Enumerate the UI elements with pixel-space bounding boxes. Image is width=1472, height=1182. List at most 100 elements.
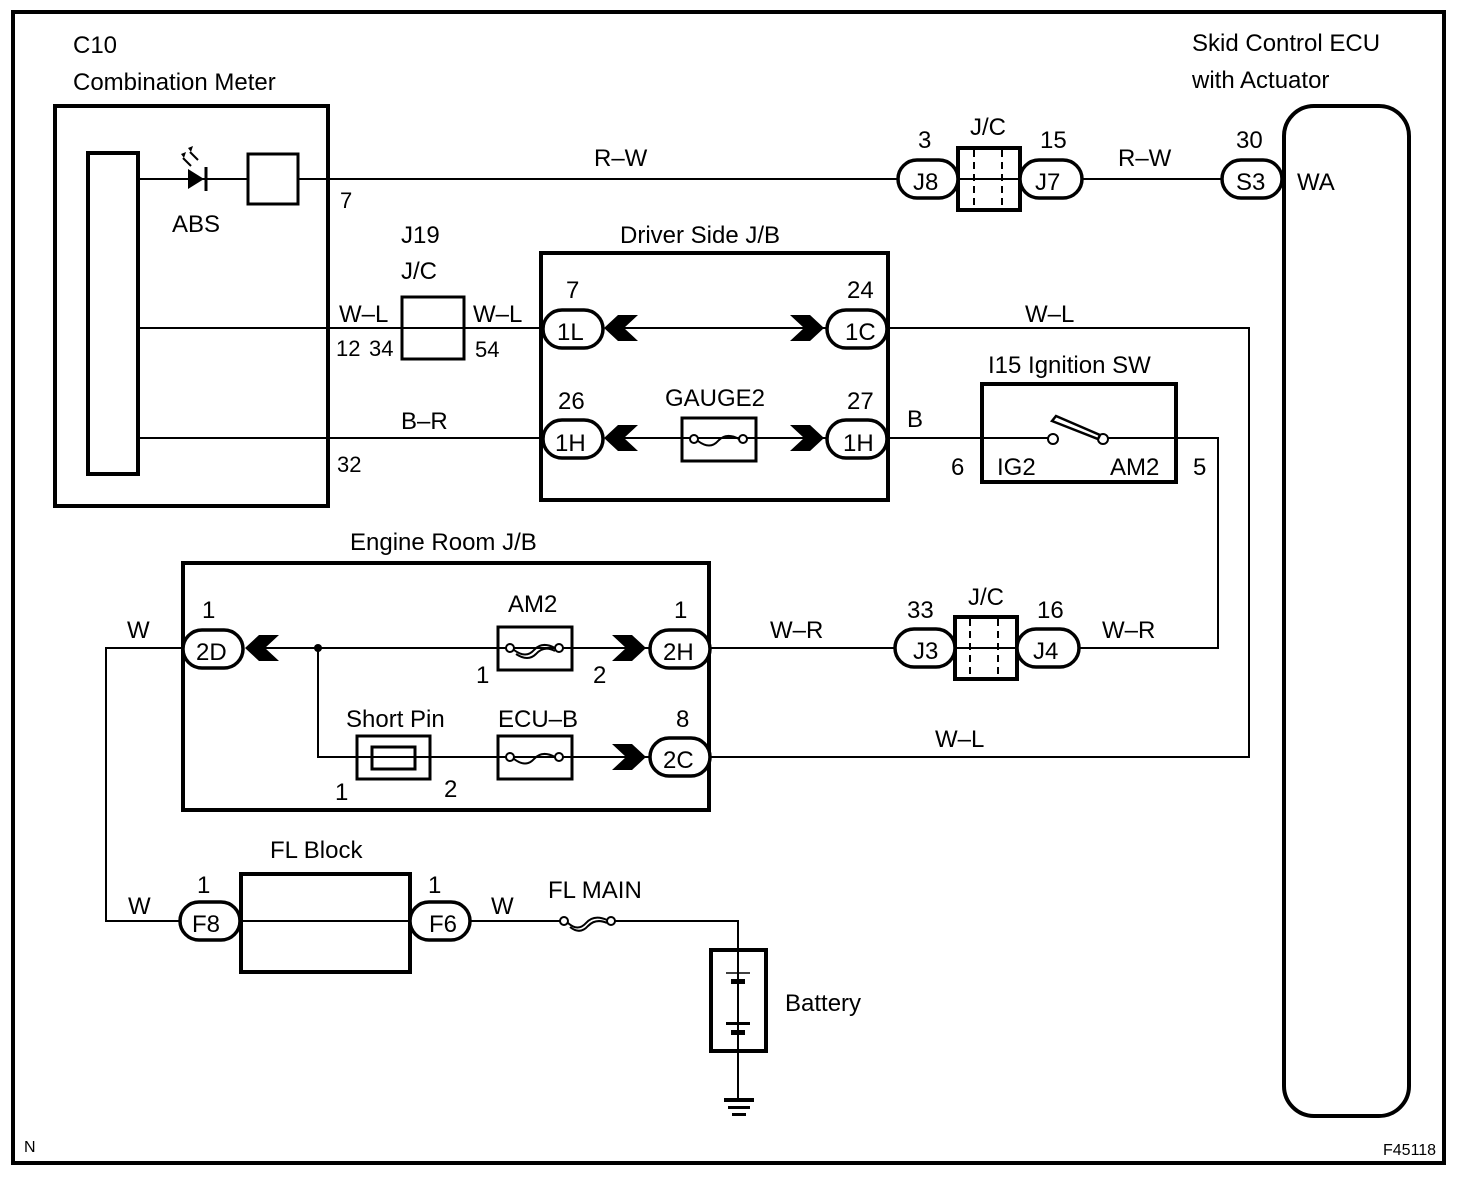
fuse-ecu-b-label: ECU–B bbox=[498, 706, 578, 733]
engine-jb-name: Engine Room J/B bbox=[350, 529, 537, 556]
wire-color-w-2: W bbox=[128, 893, 151, 920]
ignition-pin-6: 6 bbox=[951, 454, 964, 481]
fuse-am2-label: AM2 bbox=[508, 591, 557, 618]
short-pin-pin-1: 1 bbox=[335, 779, 348, 806]
connector-2d: 2D bbox=[196, 639, 227, 666]
jc-top-label: J/C bbox=[970, 114, 1006, 141]
driver-jb-name: Driver Side J/B bbox=[620, 222, 780, 249]
fl-block-name: FL Block bbox=[270, 837, 363, 864]
connector-1h-right: 1H bbox=[843, 430, 874, 457]
connector-1c: 1C bbox=[845, 319, 876, 346]
corner-mark: N bbox=[24, 1139, 36, 1156]
ecu-pin-30: 30 bbox=[1236, 127, 1263, 154]
fl-main-fusible-link: FL MAIN bbox=[548, 877, 739, 1098]
wire-color-w-3: W bbox=[491, 893, 514, 920]
j3-pin: 33 bbox=[907, 597, 934, 624]
connector-2c: 2C bbox=[663, 747, 694, 774]
engine-room-jb: Engine Room J/B 1 2D 1 2H AM2 1 2 Short … bbox=[181, 529, 712, 812]
connector-1h-left: 1H bbox=[555, 430, 586, 457]
diagram-frame bbox=[11, 10, 1446, 1165]
wire-color-r-w-2: R–W bbox=[1118, 145, 1172, 172]
meter-pin-7: 7 bbox=[340, 188, 352, 213]
wire-color-b-r: B–R bbox=[401, 408, 448, 435]
pin-27: 27 bbox=[847, 388, 874, 415]
ignition-terminal-am2: AM2 bbox=[1110, 454, 1159, 481]
ignition-switch: I15 Ignition SW 6 IG2 AM2 5 bbox=[951, 352, 1219, 649]
battery: Battery bbox=[709, 948, 861, 1053]
wire-color-w-1: W bbox=[127, 617, 150, 644]
ignition-switch-name: I15 Ignition SW bbox=[988, 352, 1151, 379]
switch-icon bbox=[1047, 414, 1109, 445]
jc-mid-label: J/C bbox=[968, 584, 1004, 611]
fuse-icon bbox=[496, 734, 574, 781]
ecu-name-line2: with Actuator bbox=[1191, 67, 1329, 94]
fusible-link-icon bbox=[559, 916, 616, 932]
fuse-icon bbox=[496, 625, 574, 672]
connector-j4: J4 bbox=[1033, 638, 1058, 665]
connector-f6: F6 bbox=[429, 911, 457, 938]
j7-pin: 15 bbox=[1040, 127, 1067, 154]
fuse-gauge2-label: GAUGE2 bbox=[665, 385, 765, 412]
pin-2h-1: 1 bbox=[674, 597, 687, 624]
ecu-terminal-wa: WA bbox=[1297, 169, 1335, 196]
meter-pin-12: 12 bbox=[336, 336, 360, 361]
led-icon bbox=[181, 146, 208, 191]
pin-2d-1: 1 bbox=[202, 597, 215, 624]
connector-s3: S3 bbox=[1236, 169, 1265, 196]
meter-pin-32: 32 bbox=[337, 452, 361, 477]
fl-block: FL Block 1 F8 1 F6 bbox=[178, 837, 472, 974]
fl-main-label: FL MAIN bbox=[548, 877, 642, 904]
wire-color-r-w: R–W bbox=[594, 145, 648, 172]
wire-color-w-l-2: W–L bbox=[473, 301, 522, 328]
ground-icon bbox=[724, 1098, 754, 1116]
wire-color-w-l-3: W–L bbox=[1025, 301, 1074, 328]
j19-type: J/C bbox=[401, 258, 437, 285]
combination-meter: C10 Combination Meter ABS 7 32 bbox=[53, 32, 900, 508]
junction-connector-mid: J/C 33 16 J3 J4 bbox=[893, 584, 1081, 681]
battery-label: Battery bbox=[785, 990, 861, 1017]
meter-box bbox=[53, 104, 330, 508]
pin-24: 24 bbox=[847, 277, 874, 304]
junction-connector-top: J/C 3 15 J8 J7 bbox=[896, 114, 1084, 212]
f8-pin: 1 bbox=[197, 872, 210, 899]
pin-7: 7 bbox=[566, 277, 579, 304]
f6-pin: 1 bbox=[428, 872, 441, 899]
pin-2c-8: 8 bbox=[676, 706, 689, 733]
am2-pin-2: 2 bbox=[593, 662, 606, 689]
wire-color-b: B bbox=[907, 406, 923, 433]
wire-color-w-r-1: W–R bbox=[770, 617, 823, 644]
wire-color-w-r-2: W–R bbox=[1102, 617, 1155, 644]
meter-driver-box bbox=[246, 152, 300, 206]
driver-side-jb: Driver Side J/B 7 1L 24 1C 26 1H 27 1H G… bbox=[539, 222, 890, 502]
connector-j7: J7 bbox=[1035, 169, 1060, 196]
j19-junction-connector: J19 J/C W–L W–L 12 34 54 bbox=[336, 222, 522, 362]
am2-pin-1: 1 bbox=[476, 662, 489, 689]
ignition-terminal-ig2: IG2 bbox=[997, 454, 1036, 481]
connector-j8: J8 bbox=[913, 169, 938, 196]
j19-pin-34: 34 bbox=[369, 336, 393, 361]
wire-color-w-l-1: W–L bbox=[339, 301, 388, 328]
connector-2h: 2H bbox=[663, 639, 694, 666]
short-pin-pin-2: 2 bbox=[444, 776, 457, 803]
short-pin-label: Short Pin bbox=[346, 706, 445, 733]
meter-name: Combination Meter bbox=[73, 69, 276, 96]
ignition-pin-5: 5 bbox=[1193, 454, 1206, 481]
j19-pin-54: 54 bbox=[475, 337, 499, 362]
meter-internal-block bbox=[86, 151, 140, 476]
j4-pin: 16 bbox=[1037, 597, 1064, 624]
wire-color-w-l-4: W–L bbox=[935, 726, 984, 753]
abs-indicator-label: ABS bbox=[172, 211, 220, 238]
connector-j3: J3 bbox=[913, 638, 938, 665]
skid-control-ecu: Skid Control ECU with Actuator 30 S3 WA bbox=[1191, 30, 1411, 1118]
figure-id: F45118 bbox=[1383, 1142, 1436, 1159]
ecu-name-line1: Skid Control ECU bbox=[1192, 30, 1380, 57]
connector-1l: 1L bbox=[557, 319, 584, 346]
short-pin-icon bbox=[318, 734, 500, 781]
j8-pin: 3 bbox=[918, 127, 931, 154]
fuse-icon bbox=[680, 416, 758, 463]
pin-26: 26 bbox=[558, 388, 585, 415]
j19-code: J19 bbox=[401, 222, 440, 249]
connector-f8: F8 bbox=[192, 911, 220, 938]
meter-code: C10 bbox=[73, 32, 117, 59]
